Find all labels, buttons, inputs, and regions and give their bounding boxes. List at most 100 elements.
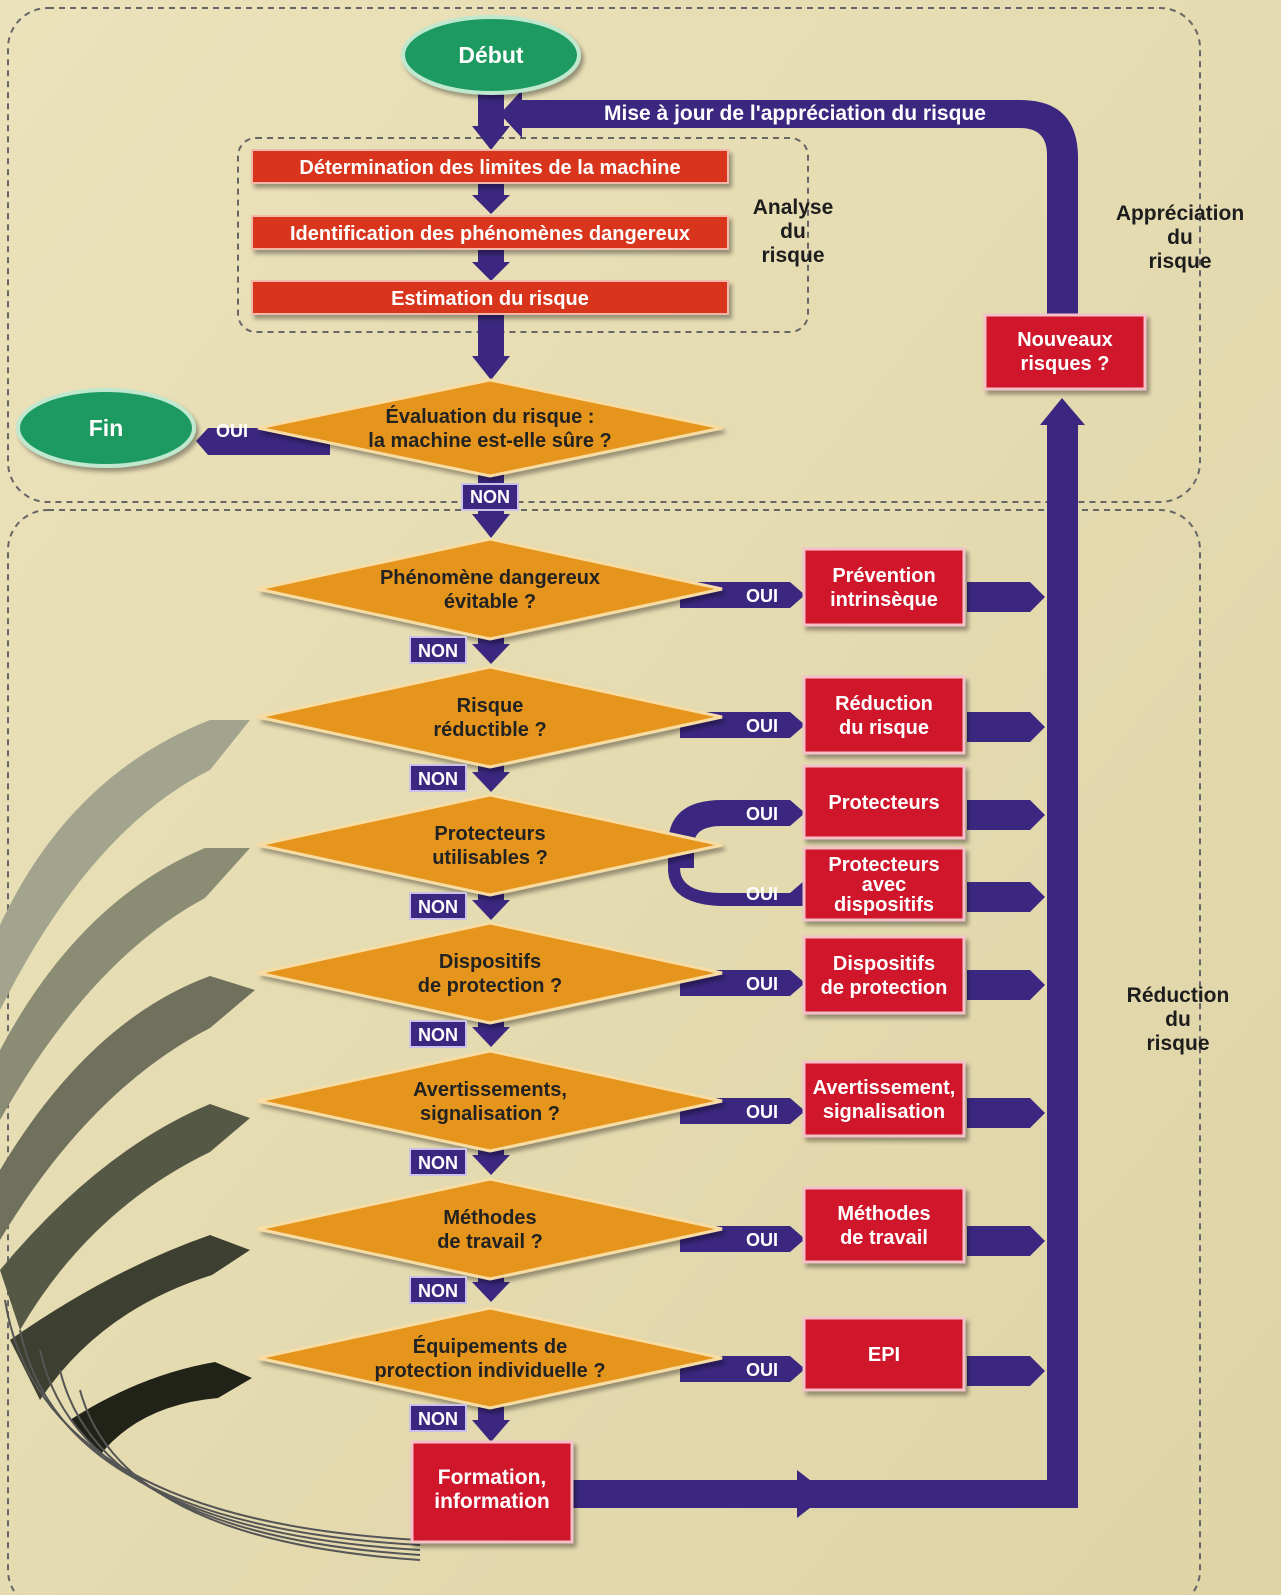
decision-6 — [257, 1177, 723, 1281]
assessment-zone — [7, 7, 1201, 503]
measure-2 — [802, 675, 966, 755]
no-label-3: NON — [418, 897, 458, 917]
analysis-step-3-label: Estimation du risque — [391, 288, 589, 310]
no-tag-7 — [409, 1404, 467, 1432]
measure-3-line-1: Protecteurs — [828, 792, 939, 814]
decision-6-line-2: de travail ? — [437, 1231, 543, 1253]
measure-4 — [802, 846, 966, 922]
measure-7-line-1: Méthodes — [837, 1203, 930, 1225]
measure-7-line-2: de travail — [840, 1227, 928, 1249]
measure-1 — [802, 547, 966, 627]
evaluation-line-2: la machine est-elle sûre ? — [368, 430, 611, 452]
decision-1 — [257, 537, 723, 641]
measure-6 — [802, 1060, 966, 1138]
measure-4-line-1: Protecteurs — [828, 854, 939, 876]
measure-8-line-1: EPI — [868, 1344, 900, 1366]
reduction-label-3: risque — [1146, 1032, 1209, 1055]
measure-2-line-2: du risque — [839, 717, 929, 739]
decision-4-line-1: Dispositifs — [439, 951, 541, 973]
evaluation-no-tag — [461, 483, 519, 511]
evaluation-yes-label: OUI — [216, 421, 248, 441]
decision-2-line-1: Risque — [457, 695, 524, 717]
measure-4-line-3: dispositifs — [834, 894, 934, 916]
measure-1-line-1: Prévention — [832, 565, 935, 587]
no-tag-2 — [409, 764, 467, 792]
no-tag-4 — [409, 1020, 467, 1048]
assessment-label-2: du — [1167, 226, 1193, 249]
new-risks-line-2: risques ? — [1021, 353, 1110, 375]
measure-8 — [802, 1316, 966, 1392]
analysis-label-3: risque — [761, 244, 824, 267]
decorative-swooshes — [0, 720, 421, 1561]
measure-5-line-1: Dispositifs — [833, 953, 935, 975]
start-label: Début — [458, 42, 524, 68]
assessment-label-3: risque — [1148, 250, 1211, 273]
decision-6-line-1: Méthodes — [443, 1207, 536, 1229]
yes-label-3: OUI — [746, 804, 778, 824]
decision-5-line-2: signalisation ? — [420, 1103, 560, 1125]
decision-2 — [257, 665, 723, 769]
reduction-label-2: du — [1165, 1008, 1191, 1031]
training-box — [410, 1440, 574, 1544]
no-tag-6 — [409, 1276, 467, 1304]
measure-5-line-2: de protection — [821, 977, 948, 999]
decision-4-line-2: de protection ? — [418, 975, 562, 997]
evaluation-no-label: NON — [470, 487, 510, 507]
new-risks-box — [983, 313, 1147, 391]
no-tag-5 — [409, 1148, 467, 1176]
no-label-5: NON — [418, 1153, 458, 1173]
measure-6-line-2: signalisation — [823, 1101, 945, 1123]
start-terminal — [401, 15, 581, 95]
no-label-1: NON — [418, 641, 458, 661]
yes-label-4: OUI — [746, 974, 778, 994]
no-label-4: NON — [418, 1025, 458, 1045]
decision-5 — [257, 1049, 723, 1153]
decision-3-line-2: utilisables ? — [432, 847, 548, 869]
decision-4 — [257, 921, 723, 1025]
no-label-2: NON — [418, 769, 458, 789]
decision-3-line-1: Protecteurs — [434, 823, 545, 845]
analysis-label-2: du — [780, 220, 806, 243]
no-label-7: NON — [418, 1409, 458, 1429]
measure-6-line-1: Avertissement, — [813, 1077, 956, 1099]
update-label: Mise à jour de l'appréciation du risque — [604, 102, 986, 125]
feedback-loop — [500, 90, 1085, 1518]
measure-2-line-1: Réduction — [835, 693, 933, 715]
training-line-1: Formation, — [438, 1466, 547, 1489]
evaluation-line-1: Évaluation du risque : — [386, 405, 595, 428]
yes-label-1: OUI — [746, 586, 778, 606]
no-tag-3 — [409, 892, 467, 920]
assessment-label-1: Appréciation — [1116, 202, 1244, 225]
yes-label-3b: OUI — [746, 884, 778, 904]
measure-5 — [802, 935, 966, 1015]
decision-1-line-1: Phénomène dangereux — [380, 567, 600, 589]
decision-2-line-2: réductible ? — [433, 719, 546, 741]
analysis-step-1 — [251, 149, 729, 184]
measure-4-line-2: avec — [862, 874, 907, 896]
measure-7 — [802, 1186, 966, 1264]
evaluation-decision — [257, 378, 723, 478]
no-label-6: NON — [418, 1281, 458, 1301]
analysis-step-2 — [251, 215, 729, 250]
decision-3 — [257, 793, 723, 897]
new-risks-line-1: Nouveaux — [1017, 329, 1113, 351]
analysis-label-1: Analyse — [753, 196, 834, 219]
analysis-zone — [237, 137, 809, 333]
measure-3 — [802, 764, 966, 840]
decision-7-line-1: Équipements de — [413, 1335, 567, 1358]
end-label: Fin — [89, 415, 124, 441]
yes-label-2: OUI — [746, 716, 778, 736]
decision-7-line-2: protection individuelle ? — [374, 1360, 605, 1382]
decision-7 — [257, 1306, 723, 1410]
measure-1-line-2: intrinsèque — [830, 589, 938, 611]
reduction-label-1: Réduction — [1127, 984, 1230, 1007]
analysis-step-3 — [251, 280, 729, 315]
analysis-step-1-label: Détermination des limites de la machine — [299, 157, 680, 179]
yes-label-5: OUI — [746, 1102, 778, 1122]
training-line-2: information — [434, 1490, 550, 1513]
yes-label-6: OUI — [746, 1230, 778, 1250]
no-tag-1 — [409, 636, 467, 664]
